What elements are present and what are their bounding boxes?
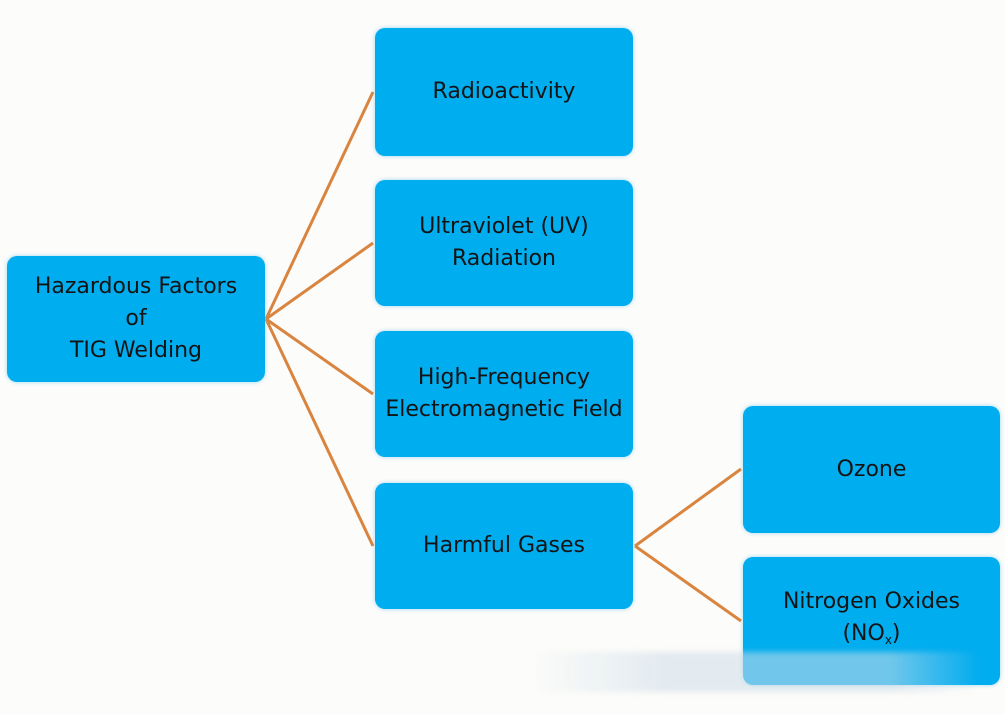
connector-root-uv <box>265 241 374 321</box>
gas-node-label: Nitrogen Oxides (NOx) <box>783 586 960 656</box>
blurred-watermark <box>530 652 980 692</box>
factor-node-label: High-Frequency Electromagnetic Field <box>385 365 623 422</box>
connector-root-hf <box>265 317 374 396</box>
connector-root-radioactivity <box>264 91 375 320</box>
nox-formula-close: ) <box>891 621 901 646</box>
root-node-label: Hazardous Factors of TIG Welding <box>34 274 238 363</box>
factor-node-label: Radioactivity <box>432 79 576 104</box>
root-node: Hazardous Factors of TIG Welding <box>7 256 265 382</box>
connector-gases-ozone <box>634 467 742 548</box>
connector-gases-nox <box>634 544 742 623</box>
factor-node-radioactivity: Radioactivity <box>375 28 633 156</box>
factor-node-label: Harmful Gases <box>423 533 585 558</box>
nox-formula: (NOx) <box>783 618 960 656</box>
gas-node-label: Ozone <box>836 456 907 482</box>
factor-node-hf-field: High-Frequency Electromagnetic Field <box>375 331 633 457</box>
nox-formula-open: (NO <box>842 621 885 646</box>
factor-node-harmful-gases: Harmful Gases <box>375 483 633 609</box>
connector-root-gases <box>264 318 375 547</box>
gas-node-ozone: Ozone <box>743 406 1000 533</box>
factor-node-uv-radiation: Ultraviolet (UV) Radiation <box>375 180 633 306</box>
nox-name: Nitrogen Oxides <box>782 589 961 614</box>
factor-node-label: Ultraviolet (UV) Radiation <box>419 214 589 271</box>
nox-subscript: x <box>884 633 892 647</box>
